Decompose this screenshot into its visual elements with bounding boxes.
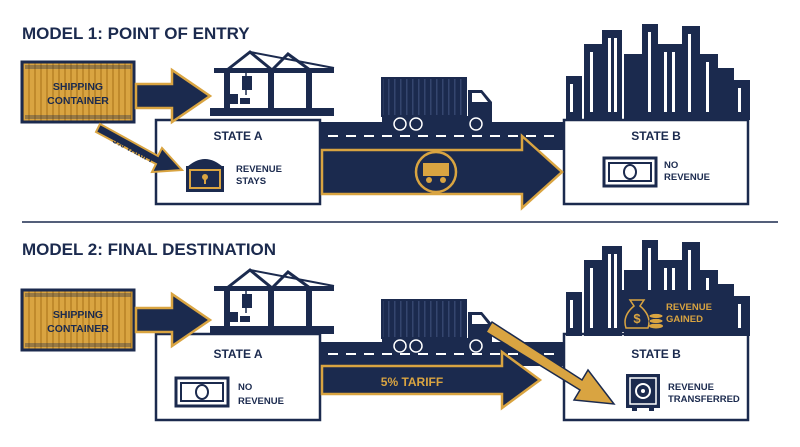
state-a-status-line1: NO xyxy=(238,382,252,393)
model-2: MODEL 2: FINAL DESTINATION STATE A STATE… xyxy=(20,240,750,422)
tariff-arrow xyxy=(94,122,185,174)
state-b-status-line1: REVENUE xyxy=(668,382,714,393)
state-a-status-line2: STAYS xyxy=(236,176,266,187)
port-crane-icon xyxy=(208,268,336,336)
model-1: MODEL 1: POINT OF ENTRY STATE A STATE B … xyxy=(20,24,750,211)
state-b-status-line1: NO xyxy=(664,160,678,171)
city-status-line1: REVENUE xyxy=(666,302,712,313)
state-b-status-line2: REVENUE xyxy=(664,172,710,183)
container-label-line2: CONTAINER xyxy=(47,323,109,335)
tariff-transit-arrow xyxy=(320,349,543,411)
state-b-status-line2: TRANSFERRED xyxy=(668,394,740,405)
port-crane-icon xyxy=(208,50,336,118)
state-a-label: STATE A xyxy=(213,129,262,143)
state-b-label: STATE B xyxy=(631,129,681,143)
entry-arrow xyxy=(134,67,213,125)
safe-icon xyxy=(625,373,661,412)
container-label-line1: SHIPPING xyxy=(53,309,103,321)
banknote-icon xyxy=(174,376,230,408)
model-2-title: MODEL 2: FINAL DESTINATION xyxy=(22,240,276,259)
city-status-line2: GAINED xyxy=(666,314,703,325)
container-label-line2: CONTAINER xyxy=(47,95,109,107)
banknote-icon xyxy=(602,156,658,188)
transit-tariff-label: 5% TARIFF xyxy=(381,375,443,389)
revenue-transfer-arrow xyxy=(484,320,616,405)
state-b-label: STATE B xyxy=(631,347,681,361)
tariff-label: 5% TARIFF xyxy=(111,135,157,166)
cargo-cart-icon xyxy=(423,163,449,176)
state-a-status-line1: REVENUE xyxy=(236,164,282,175)
state-a-label: STATE A xyxy=(213,347,262,361)
state-a-box xyxy=(154,118,322,206)
state-a-status-line2: REVENUE xyxy=(238,396,284,407)
treasure-chest-icon xyxy=(185,158,225,193)
model-1-title: MODEL 1: POINT OF ENTRY xyxy=(22,24,250,43)
city-skyline-icon xyxy=(566,24,750,120)
entry-arrow xyxy=(134,291,213,349)
container-label-line1: SHIPPING xyxy=(53,81,103,93)
